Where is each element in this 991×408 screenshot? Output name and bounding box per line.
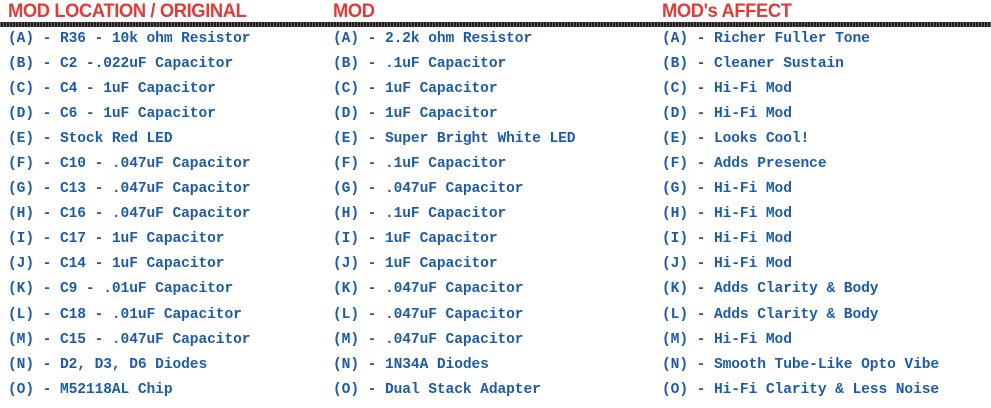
list-item: (C) - Hi-Fi Mod [662, 81, 792, 98]
header-divider-rule [0, 22, 991, 27]
column-header-mod-location: MOD LOCATION / ORIGINAL [8, 0, 247, 22]
list-item: (K) - Adds Clarity & Body [662, 281, 879, 298]
list-item: (E) - Looks Cool! [662, 131, 810, 148]
list-item: (A) - 2.2k ohm Resistor [333, 31, 533, 47]
table-header-row: MOD LOCATION / ORIGINAL MOD MOD's AFFECT [0, 0, 991, 22]
list-item: (F) - .1uF Capacitor [333, 156, 507, 173]
list-item: (L) - .047uF Capacitor [333, 306, 524, 323]
list-item: (C) - 1uF Capacitor [333, 81, 498, 98]
list-item: (H) - Hi-Fi Mod [662, 206, 792, 223]
list-item: (J) - Hi-Fi Mod [662, 256, 792, 273]
table-body: (A) - R36 - 10k ohm Resistor (B) - C2 -.… [0, 27, 991, 408]
column-header-mod: MOD [333, 0, 375, 22]
list-item: (A) - R36 - 10k ohm Resistor [8, 31, 251, 47]
list-item: (F) - C10 - .047uF Capacitor [8, 156, 251, 173]
list-item: (I) - C17 - 1uF Capacitor [8, 231, 225, 248]
column-mods-affect: (A) - Richer Fuller Tone (B) - Cleaner S… [662, 27, 991, 403]
list-item: (F) - Adds Presence [662, 156, 827, 173]
column-header-mods-affect: MOD's AFFECT [662, 0, 792, 22]
list-item: (J) - C14 - 1uF Capacitor [8, 256, 225, 273]
list-item: (N) - 1N34A Diodes [333, 356, 489, 373]
list-item: (A) - Richer Fuller Tone [662, 31, 870, 47]
list-item: (L) - Adds Clarity & Body [662, 306, 879, 323]
list-item: (N) - D2, D3, D6 Diodes [8, 356, 208, 373]
list-item: (M) - C15 - .047uF Capacitor [8, 331, 251, 348]
list-item: (G) - C13 - .047uF Capacitor [8, 181, 251, 198]
list-item: (B) - C2 -.022uF Capacitor [8, 56, 234, 73]
list-item: (D) - 1uF Capacitor [333, 106, 498, 123]
list-item: (G) - Hi-Fi Mod [662, 181, 792, 198]
list-item: (O) - M52118AL Chip [8, 381, 173, 398]
list-item: (I) - 1uF Capacitor [333, 231, 498, 248]
list-item: (B) - .1uF Capacitor [333, 56, 507, 73]
list-item: (G) - .047uF Capacitor [333, 181, 524, 198]
list-item: (O) - Dual Stack Adapter [333, 381, 541, 398]
list-item: (H) - C16 - .047uF Capacitor [8, 206, 251, 223]
list-item: (C) - C4 - 1uF Capacitor [8, 81, 216, 98]
list-item: (E) - Super Bright White LED [333, 131, 576, 148]
list-item: (I) - Hi-Fi Mod [662, 231, 792, 248]
column-mod-location: (A) - R36 - 10k ohm Resistor (B) - C2 -.… [8, 27, 328, 403]
list-item: (H) - .1uF Capacitor [333, 206, 507, 223]
list-item: (O) - Hi-Fi Clarity & Less Noise [662, 381, 940, 398]
list-item: (K) - C9 - .01uF Capacitor [8, 281, 234, 298]
list-item: (M) - Hi-Fi Mod [662, 331, 792, 348]
column-mod: (A) - 2.2k ohm Resistor (B) - .1uF Capac… [333, 27, 657, 403]
list-item: (E) - Stock Red LED [8, 131, 173, 148]
list-item: (L) - C18 - .01uF Capacitor [8, 306, 242, 323]
list-item: (D) - C6 - 1uF Capacitor [8, 106, 216, 123]
list-item: (N) - Smooth Tube-Like Opto Vibe [662, 356, 940, 373]
list-item: (M) - .047uF Capacitor [333, 331, 524, 348]
list-item: (B) - Cleaner Sustain [662, 56, 844, 73]
list-item: (J) - 1uF Capacitor [333, 256, 498, 273]
list-item: (K) - .047uF Capacitor [333, 281, 524, 298]
list-item: (D) - Hi-Fi Mod [662, 106, 792, 123]
